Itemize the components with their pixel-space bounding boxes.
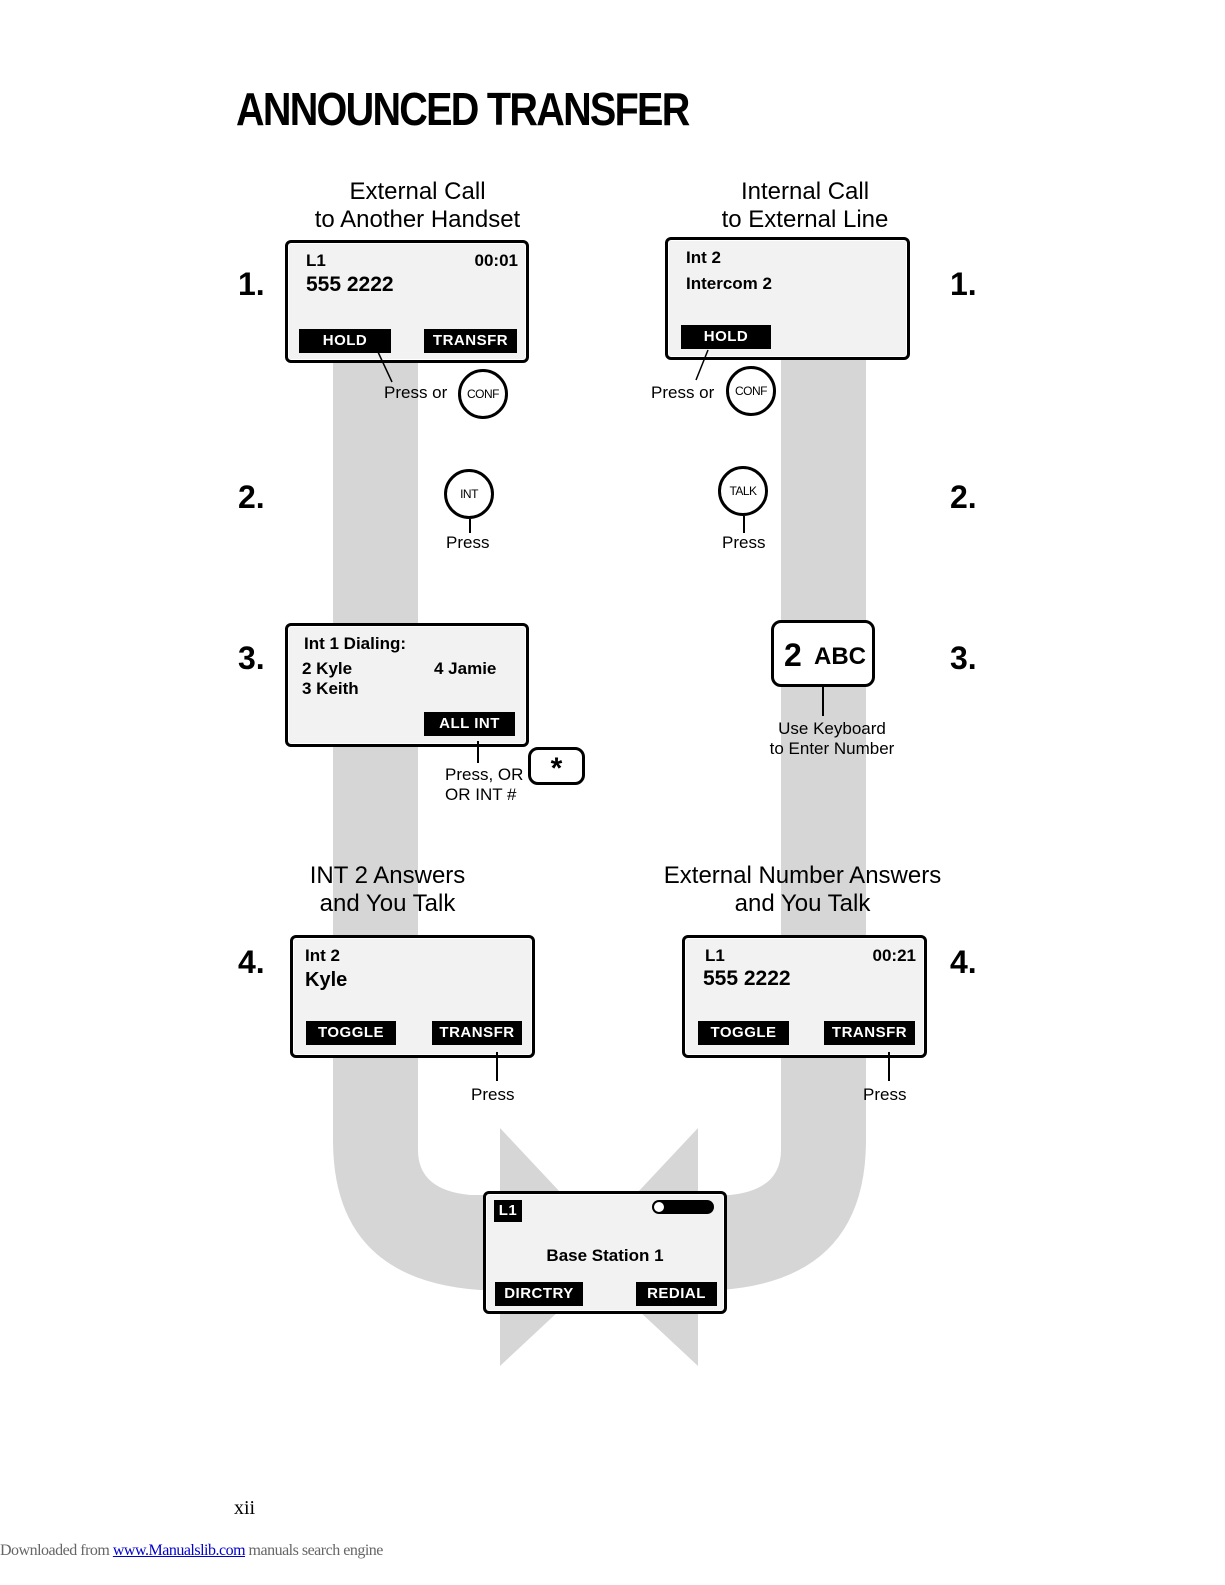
- right-answer-heading: External Number Answers and You Talk: [663, 862, 942, 917]
- star-key-icon[interactable]: *: [528, 747, 585, 785]
- line-indicator: L1: [494, 1200, 522, 1222]
- transfer-softkey[interactable]: TRANSFR: [824, 1021, 915, 1045]
- int-key-icon[interactable]: INT: [444, 469, 494, 519]
- step-4-right: 4.: [950, 944, 977, 980]
- toggle-softkey[interactable]: TOGGLE: [698, 1021, 789, 1045]
- line-indicator: Int 2: [305, 946, 340, 965]
- digit-2-key-icon[interactable]: 2 ABC: [771, 620, 875, 687]
- dialing-header: Int 1 Dialing:: [304, 634, 406, 653]
- footer: Downloaded from www.Manualslib.com manua…: [0, 1542, 383, 1560]
- base-station-display: L1 Base Station 1 DIRCTRY REDIAL: [483, 1191, 727, 1314]
- page-title: ANNOUNCED TRANSFER: [236, 83, 690, 135]
- redial-softkey[interactable]: REDIAL: [636, 1282, 717, 1306]
- call-timer: 00:21: [872, 946, 916, 965]
- press-label: Press: [722, 533, 766, 552]
- right-step4-display: L1 00:21 555 2222 TOGGLE TRANSFR: [682, 935, 927, 1058]
- line-indicator: L1: [705, 946, 725, 965]
- callout-line: [477, 741, 479, 763]
- conf-key-icon[interactable]: CONF: [726, 366, 776, 416]
- transfer-softkey[interactable]: TRANSFR: [424, 329, 517, 353]
- battery-level-knob: [653, 1201, 665, 1213]
- right-step1-display: Int 2 Intercom 2 HOLD: [665, 237, 910, 360]
- left-step4-display: Int 2 Kyle TOGGLE TRANSFR: [290, 935, 535, 1058]
- list-item-jamie: 4 Jamie: [434, 659, 497, 678]
- hold-softkey[interactable]: HOLD: [299, 329, 391, 353]
- step-4-left: 4.: [238, 944, 265, 980]
- footer-prefix: Downloaded from: [0, 1542, 113, 1559]
- left-step3-display: Int 1 Dialing: 2 Kyle 3 Keith 4 Jamie AL…: [285, 623, 529, 747]
- all-int-softkey[interactable]: ALL INT: [424, 712, 515, 736]
- callout-line: [695, 349, 709, 381]
- step-1-left: 1.: [238, 266, 265, 302]
- base-name: Base Station 1: [546, 1246, 664, 1265]
- digit-letters: ABC: [814, 643, 866, 670]
- page-number: xii: [234, 1497, 256, 1519]
- callout-line: [743, 516, 745, 533]
- battery-icon: [652, 1200, 714, 1214]
- call-timer: 00:01: [474, 251, 518, 270]
- press-or-int-label: Press, OR OR INT #: [445, 765, 524, 804]
- keyboard-label: Use Keyboard to Enter Number: [769, 719, 895, 758]
- step-3-right: 3.: [950, 640, 977, 676]
- transfer-softkey[interactable]: TRANSFR: [432, 1021, 522, 1045]
- line-indicator: Int 2: [686, 248, 721, 267]
- caller-name: Intercom 2: [686, 274, 772, 293]
- directory-softkey[interactable]: DIRCTRY: [495, 1282, 583, 1306]
- left-column-heading: External Call to Another Handset: [314, 178, 521, 233]
- press-or-label: Press or: [384, 383, 448, 402]
- press-label: Press: [446, 533, 490, 552]
- callout-line: [822, 684, 824, 716]
- callout-line: [496, 1052, 498, 1081]
- callout-line: [469, 519, 471, 533]
- step-2-left: 2.: [238, 479, 265, 515]
- callout-line: [377, 351, 393, 383]
- conf-key-icon[interactable]: CONF: [458, 369, 508, 419]
- footer-suffix: manuals search engine: [245, 1542, 384, 1559]
- toggle-softkey[interactable]: TOGGLE: [306, 1021, 396, 1045]
- press-label: Press: [471, 1085, 515, 1104]
- list-item-keith: 3 Keith: [302, 679, 359, 698]
- press-or-label: Press or: [651, 383, 715, 402]
- digit-label: 2: [784, 637, 802, 673]
- hold-softkey[interactable]: HOLD: [681, 325, 771, 349]
- right-column-heading: Internal Call to External Line: [721, 178, 889, 233]
- step-3-left: 3.: [238, 640, 265, 676]
- talk-key-icon[interactable]: TALK: [718, 466, 768, 516]
- step-1-right: 1.: [950, 266, 977, 302]
- caller-name: Kyle: [305, 969, 348, 991]
- list-item-kyle: 2 Kyle: [302, 659, 353, 678]
- left-step1-display: L1 00:01 555 2222 HOLD TRANSFR: [285, 240, 529, 363]
- step-2-right: 2.: [950, 479, 977, 515]
- callout-line: [888, 1052, 890, 1081]
- phone-number: 555 2222: [703, 967, 791, 990]
- line-indicator: L1: [306, 251, 326, 270]
- manualslib-link[interactable]: www.Manualslib.com: [112, 1542, 246, 1559]
- left-answer-heading: INT 2 Answers and You Talk: [309, 862, 466, 917]
- phone-number: 555 2222: [306, 273, 394, 296]
- press-label: Press: [863, 1085, 907, 1104]
